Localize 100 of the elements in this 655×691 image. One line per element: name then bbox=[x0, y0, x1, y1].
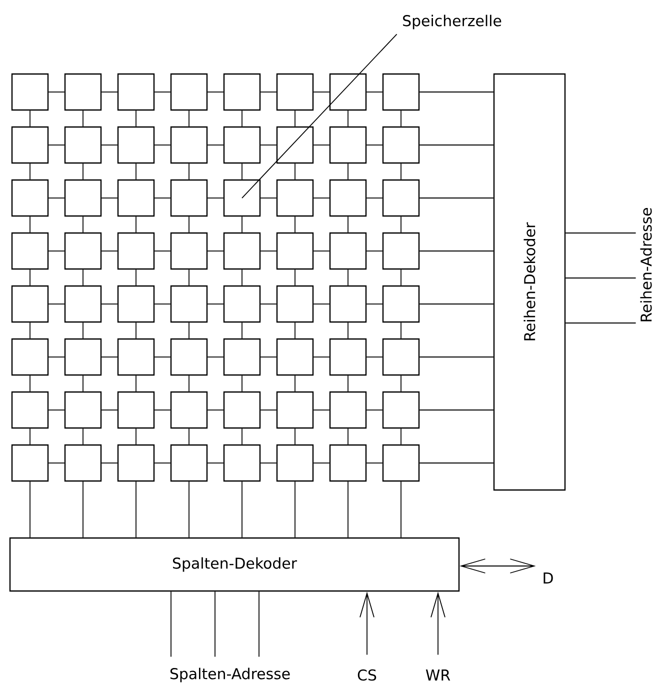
memory-cell-box bbox=[11, 285, 49, 323]
wire bbox=[258, 591, 260, 658]
wire bbox=[366, 462, 383, 464]
wire bbox=[101, 462, 118, 464]
memory-cell-box bbox=[276, 391, 314, 429]
wire bbox=[82, 269, 84, 286]
memory-cell-box bbox=[64, 73, 102, 111]
wire bbox=[313, 144, 330, 146]
wire bbox=[260, 250, 277, 252]
wire bbox=[294, 375, 296, 392]
wire bbox=[207, 462, 224, 464]
arrow bbox=[460, 558, 536, 574]
decoder-box: Spalten-Dekoder bbox=[9, 537, 460, 592]
memory-cell-box bbox=[64, 285, 102, 323]
memory-cell-box bbox=[117, 391, 155, 429]
wire bbox=[82, 428, 84, 445]
wire bbox=[260, 356, 277, 358]
wire bbox=[101, 250, 118, 252]
wire bbox=[82, 216, 84, 233]
wire bbox=[101, 144, 118, 146]
wire bbox=[101, 356, 118, 358]
decoder-box: Reihen-Dekoder bbox=[493, 73, 566, 491]
wire bbox=[48, 356, 65, 358]
wire bbox=[154, 462, 171, 464]
memory-cell-box bbox=[382, 391, 420, 429]
memory-cell-box bbox=[276, 338, 314, 376]
wire bbox=[400, 428, 402, 445]
wire bbox=[294, 322, 296, 339]
memory-cell-box bbox=[382, 179, 420, 217]
memory-cell-box bbox=[170, 232, 208, 270]
memory-cell-box bbox=[11, 338, 49, 376]
wire bbox=[154, 144, 171, 146]
wire bbox=[366, 250, 383, 252]
wire bbox=[260, 462, 277, 464]
wire bbox=[207, 144, 224, 146]
memory-cell-box bbox=[276, 73, 314, 111]
memory-cell-box bbox=[276, 126, 314, 164]
memory-cell-box bbox=[382, 285, 420, 323]
memory-cell-box bbox=[170, 126, 208, 164]
wire bbox=[188, 322, 190, 339]
wire bbox=[366, 144, 383, 146]
label: Spalten-Adresse bbox=[170, 668, 290, 682]
wire bbox=[48, 462, 65, 464]
memory-cell-box bbox=[223, 338, 261, 376]
memory-cell-box bbox=[382, 338, 420, 376]
memory-cell-box bbox=[329, 232, 367, 270]
memory-cell-box bbox=[276, 285, 314, 323]
memory-cell-box bbox=[329, 444, 367, 482]
wire bbox=[313, 462, 330, 464]
wire bbox=[188, 216, 190, 233]
memory-cell-box bbox=[64, 232, 102, 270]
memory-cell-box bbox=[11, 391, 49, 429]
wire bbox=[188, 428, 190, 445]
wire bbox=[294, 428, 296, 445]
memory-cell-box bbox=[382, 444, 420, 482]
memory-cell-box bbox=[170, 338, 208, 376]
memory-cell-box bbox=[329, 73, 367, 111]
memory-cell-box bbox=[276, 179, 314, 217]
wire bbox=[82, 110, 84, 127]
memory-cell-box bbox=[223, 285, 261, 323]
wire bbox=[82, 163, 84, 180]
memory-cell-box bbox=[64, 338, 102, 376]
label: Speicherzelle bbox=[403, 14, 502, 30]
memory-cell-box bbox=[329, 179, 367, 217]
wire bbox=[400, 322, 402, 339]
memory-cell-box bbox=[170, 444, 208, 482]
memory-cell-box bbox=[11, 179, 49, 217]
wire bbox=[214, 591, 216, 658]
wire bbox=[400, 269, 402, 286]
memory-cell-box bbox=[170, 285, 208, 323]
wire bbox=[294, 269, 296, 286]
memory-cell-box bbox=[382, 126, 420, 164]
memory-cell-box bbox=[223, 444, 261, 482]
wire bbox=[154, 356, 171, 358]
wire bbox=[313, 356, 330, 358]
wire bbox=[48, 250, 65, 252]
wire bbox=[154, 250, 171, 252]
label: Reihen-Adresse bbox=[640, 208, 652, 322]
wire bbox=[188, 375, 190, 392]
memory-cell-box bbox=[11, 126, 49, 164]
memory-cell-box bbox=[64, 179, 102, 217]
memory-cell-box bbox=[329, 126, 367, 164]
wire bbox=[419, 144, 494, 146]
wire bbox=[188, 481, 190, 538]
memory-cell-box bbox=[64, 391, 102, 429]
wire bbox=[419, 462, 494, 464]
wire bbox=[294, 481, 296, 538]
wire bbox=[294, 110, 296, 127]
wire bbox=[565, 322, 636, 324]
wire bbox=[294, 216, 296, 233]
memory-cell-box bbox=[64, 126, 102, 164]
arrow bbox=[430, 592, 446, 656]
wire bbox=[419, 250, 494, 252]
wire bbox=[400, 216, 402, 233]
memory-cell-box bbox=[276, 444, 314, 482]
memory-cell-box bbox=[64, 444, 102, 482]
memory-cell-box bbox=[170, 391, 208, 429]
label: CS bbox=[358, 669, 376, 681]
memory-cell-box bbox=[382, 73, 420, 111]
wire bbox=[188, 163, 190, 180]
